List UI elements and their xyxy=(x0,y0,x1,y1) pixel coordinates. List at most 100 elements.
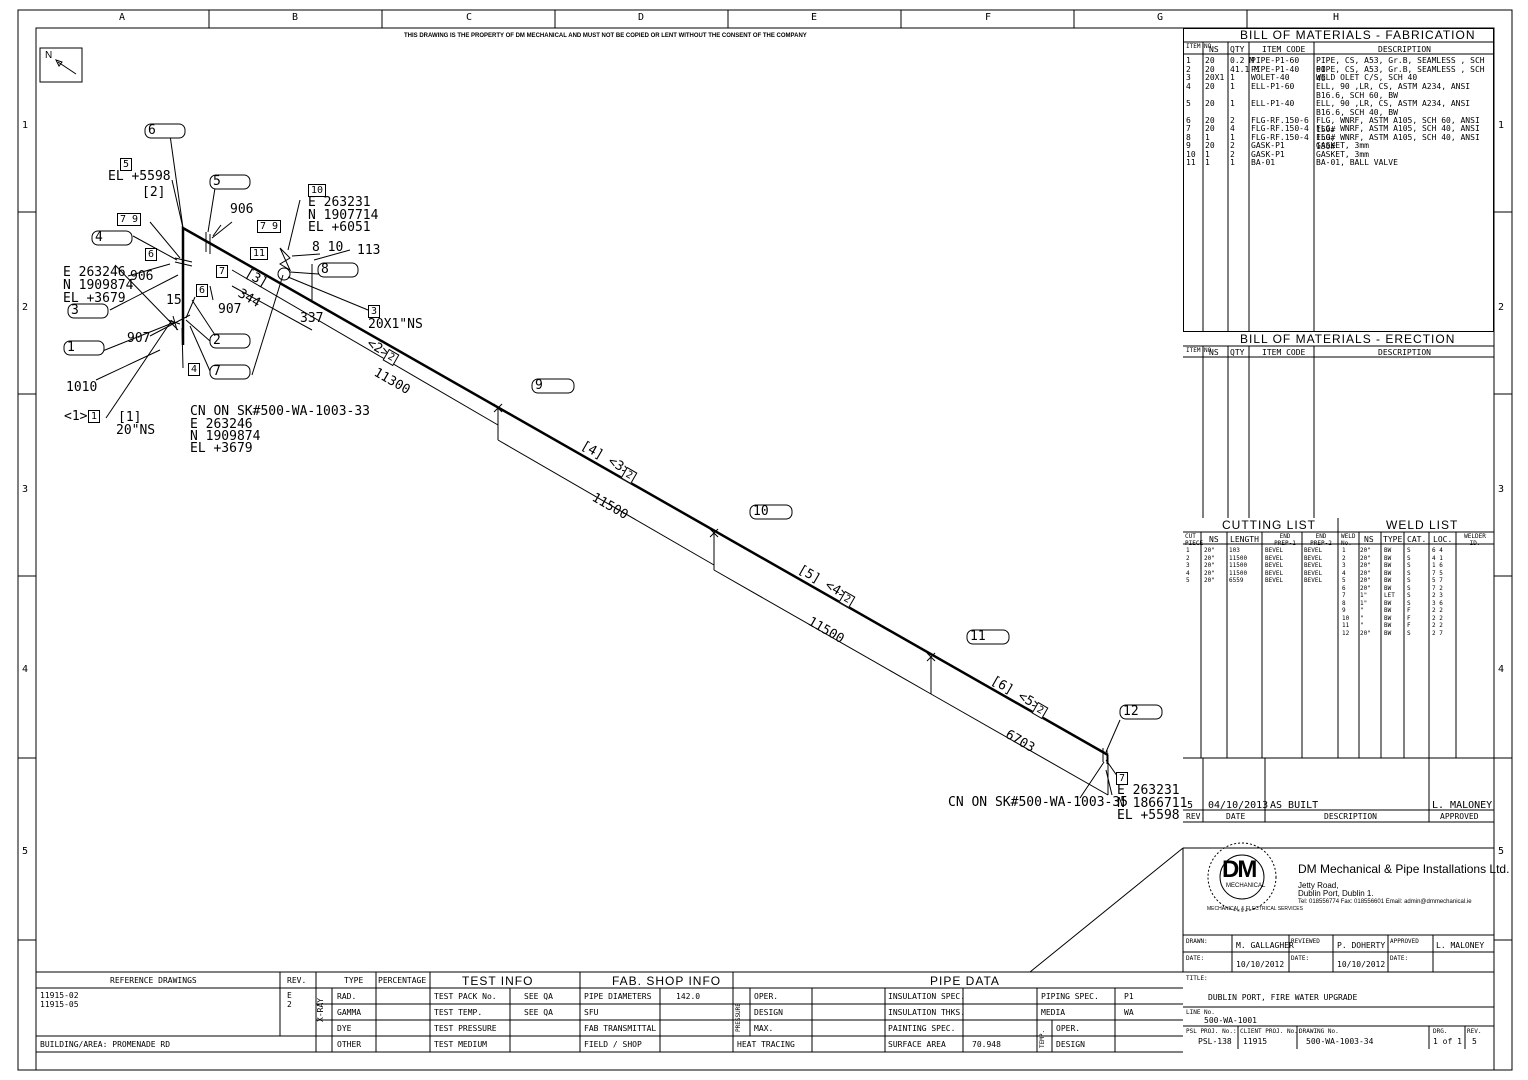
weld-cell-7-5: 2 3 xyxy=(1432,592,1443,599)
weld-cell-9-4: F xyxy=(1407,607,1411,614)
bom-fab-cell-10-3: 2 xyxy=(1230,149,1235,159)
bom-fab-cell-5-2: 20 xyxy=(1205,98,1215,108)
ref-n: N 1909874 xyxy=(63,278,134,293)
cut-cell-5-5: BEVEL xyxy=(1304,577,1323,584)
bubble-10: 10 xyxy=(753,504,769,519)
company-name: DM Mechanical & Pipe Installations Ltd. xyxy=(1298,862,1510,876)
bom-fab-cell-3-5: WELD OLET C/S, SCH 40 xyxy=(1316,73,1418,82)
date-label-1: DATE: xyxy=(1186,955,1205,962)
surface-area-value: 70.948 xyxy=(972,1040,1001,1049)
bubble-11: 11 xyxy=(970,629,986,644)
bom-fab-cell-8-5: FLG, WNRF, ASTM A105, SCH 40, ANSI 150# xyxy=(1316,132,1480,151)
rev-value: 5 xyxy=(1472,1037,1477,1046)
bom-fab-cell-7-4: FLG-RF.150-4 xyxy=(1251,124,1309,133)
logo-under: MECHANICAL & ELECTRICAL SERVICES xyxy=(1207,906,1303,912)
bom-fab-cell-7-2: 20 xyxy=(1205,124,1215,133)
weld-cell-2-2: 20" xyxy=(1360,554,1371,562)
cut-cell-1-1: 1 xyxy=(1186,547,1190,554)
weld-cell-10-3: BW xyxy=(1384,614,1392,622)
bom-fab-cell-10-5: GASKET, 3mm xyxy=(1316,149,1369,159)
bom-fab-cell-4-3: 1 xyxy=(1230,81,1235,91)
cut-cell-3-3: 11500 xyxy=(1229,562,1248,569)
bom-fab-cell-6-2: 20 xyxy=(1205,115,1215,125)
weld-cell-1-4: S xyxy=(1407,547,1411,554)
bom-fab-title: BILL OF MATERIALS - FABRICATION xyxy=(1240,28,1476,42)
weld-h-no: WELD No. xyxy=(1341,533,1356,547)
fab-field-shop-label: FIELD / SHOP xyxy=(584,1040,642,1049)
cut-cell-3-4: BEVEL xyxy=(1265,562,1284,569)
title-label: TITLE: xyxy=(1186,975,1208,982)
dim-907-a: 907 xyxy=(218,302,242,317)
line-label: LINE No. xyxy=(1186,1009,1215,1016)
surface-area-label: SURFACE AREA xyxy=(888,1040,946,1049)
tag-1: 1 xyxy=(88,410,100,423)
percentage-header: PERCENTAGE xyxy=(378,976,427,985)
weld-cell-10-4: F xyxy=(1407,614,1411,622)
bom-fab-cell-4-1: 4 xyxy=(1186,81,1191,91)
cut-cell-1-4: BEVEL xyxy=(1265,547,1284,554)
bom-fab-cell-8-4: FLG-RF.150-4 xyxy=(1251,132,1309,142)
bom-fab-cell-3-2: 20X1 xyxy=(1205,73,1225,82)
weld-cell-7-4: S xyxy=(1407,592,1411,599)
bom-fab-h-ns: NS xyxy=(1209,45,1219,54)
cut-cell-4-1: 4 xyxy=(1186,569,1190,577)
bubble-6-top: 6 xyxy=(148,123,156,138)
dim-113: 113 xyxy=(357,243,381,258)
bom-fab-cell-6-1: 6 xyxy=(1186,115,1191,125)
bom-fab-cell-11-2: 1 xyxy=(1205,158,1210,167)
bom-fab-cell-11-3: 1 xyxy=(1230,158,1235,167)
weld-cell-4-1: 4 xyxy=(1342,569,1346,577)
tag-3: 3 xyxy=(368,305,380,318)
cut-cell-5-3: 6559 xyxy=(1229,577,1244,584)
weld-cell-9-3: BW xyxy=(1384,607,1392,614)
weld-cell-5-3: BW xyxy=(1384,577,1392,584)
row-5-right: 5 xyxy=(1498,846,1505,857)
row-2-right: 2 xyxy=(1498,302,1505,313)
bom-fab-cell-4-4: ELL-P1-60 xyxy=(1251,81,1295,91)
weld-cell-10-1: 10 xyxy=(1342,614,1350,622)
ref-el: EL +3679 xyxy=(63,291,126,306)
weld-cell-2-1: 2 xyxy=(1342,554,1346,562)
rev-h-desc: DESCRIPTION xyxy=(1324,812,1377,821)
bom-fab-cell-3-3: 1 xyxy=(1230,73,1235,82)
fab-pipe-diam-value: 142.0 xyxy=(676,992,701,1001)
bom-fab-h-code: ITEM CODE xyxy=(1262,45,1306,54)
logo-mark: DM xyxy=(1222,856,1257,883)
weld-cell-11-2: " xyxy=(1360,622,1364,629)
bom-fab-cell-2-1: 2 xyxy=(1186,64,1191,74)
cut-cell-3-5: BEVEL xyxy=(1304,562,1323,569)
weld-cell-5-5: 5 7 xyxy=(1432,577,1443,584)
temp-oper: OPER. xyxy=(1056,1024,1081,1033)
cut-cell-5-1: 5 xyxy=(1186,577,1190,584)
ins-thks-label: INSULATION THKS. xyxy=(888,1008,966,1017)
date-label-2: DATE: xyxy=(1291,955,1310,962)
cutting-title: CUTTING LIST xyxy=(1222,518,1317,532)
bom-fab-cell-9-4: GASK-P1 xyxy=(1251,141,1285,150)
xray-other: OTHER xyxy=(337,1040,362,1049)
tag-8-10: 8 10 xyxy=(312,240,344,255)
cut-cell-2-3: 11500 xyxy=(1229,554,1248,562)
piping-spec-value: P1 xyxy=(1124,992,1134,1001)
piping-spec-label: PIPING SPEC. xyxy=(1041,992,1099,1001)
weld-cell-4-4: S xyxy=(1407,569,1411,577)
bom-fab-cell-5-3: 1 xyxy=(1230,98,1235,108)
bom-fab-cell-5-4: ELL-P1-40 xyxy=(1251,98,1295,108)
drawn-label: DRAWN: xyxy=(1186,938,1208,945)
bom-er-h-code: ITEM CODE xyxy=(1262,348,1306,357)
fab-pipe-diam-label: PIPE DIAMETERS xyxy=(584,992,652,1001)
cn1-e: E 263246 xyxy=(190,417,253,432)
ref-e: E 263246 xyxy=(63,265,126,280)
row-1-left: 1 xyxy=(22,120,29,131)
olet-size: 20X1"NS xyxy=(368,317,423,332)
test-temp-value: SEE QA xyxy=(524,1008,553,1017)
rev-label: REV. xyxy=(1467,1028,1482,1035)
bom-fab-cell-9-5: GASKET, 3mm xyxy=(1316,141,1369,150)
xray-dye: DYE xyxy=(337,1024,352,1033)
weld-h-welder: WELDER ID. xyxy=(1464,533,1486,547)
bom-fab-cell-1-1: 1 xyxy=(1186,56,1191,65)
weld-cell-8-1: 8 xyxy=(1342,599,1346,607)
press-design: DESIGN xyxy=(754,1008,783,1017)
weld-cell-11-4: F xyxy=(1407,622,1411,629)
cut-cell-2-4: BEVEL xyxy=(1265,554,1284,562)
weld-cell-11-1: 11 xyxy=(1342,622,1350,629)
